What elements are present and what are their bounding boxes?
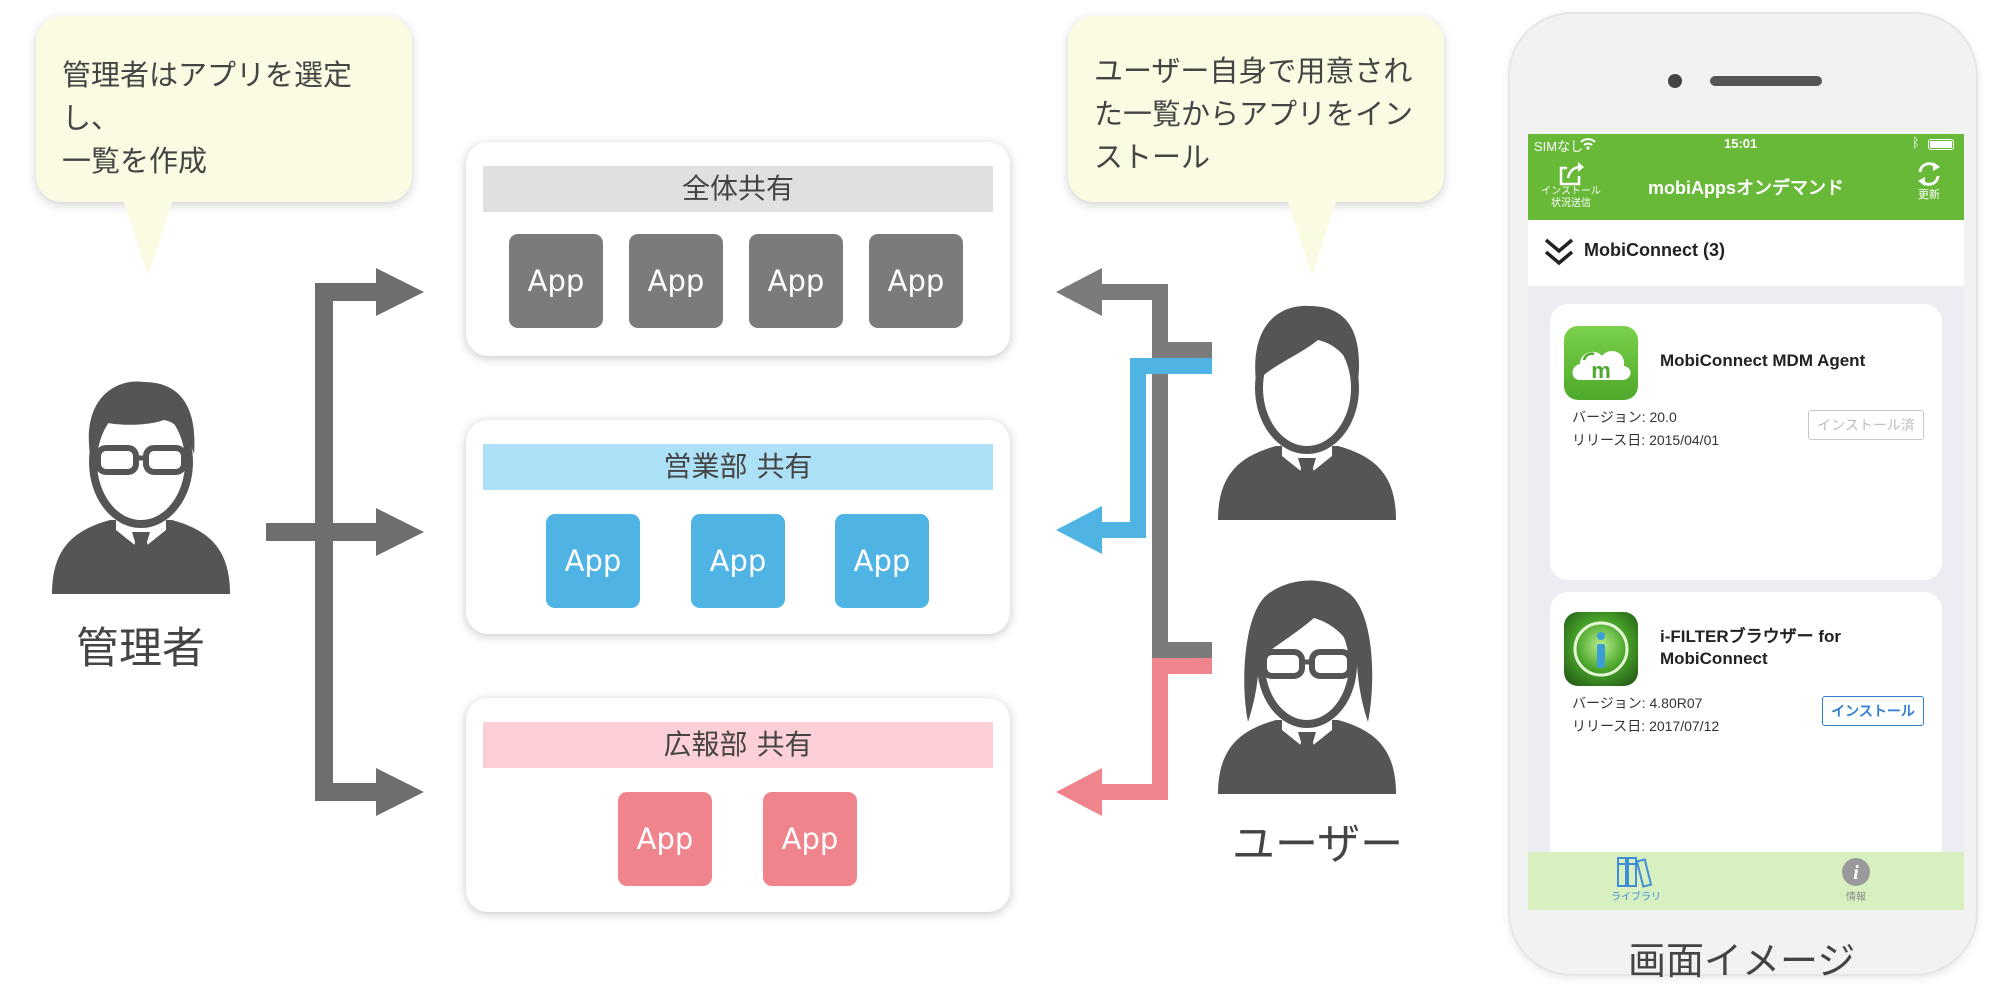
installed-button[interactable]: インストール済 [1808,410,1924,440]
carrier-label: SIMなし [1534,139,1584,154]
phone-mockup: SIMなし 15:01 ᛒ インストール 状況送信 [1510,14,1976,974]
user-woman-icon [1218,580,1396,794]
panel-sales-title: 営業部 共有 [663,450,813,483]
app-card-ifilter[interactable]: i-FILTERブラウザー for MobiConnect バージョン: 4.8… [1550,592,1942,868]
pink-path [1098,658,1212,800]
user-label: ユーザー [1232,820,1404,870]
app-tile[interactable]: App [763,792,857,886]
admin-bubble-line-2: 一覧を作成 [62,144,208,178]
app-release-date: リリース日: 2017/07/12 [1572,718,1720,734]
panel-all-shared: 全体共有 App App App App [466,142,1010,356]
arrow-head-to-sales [376,508,424,556]
app-card-mobiconnect[interactable]: m MobiConnect MDM Agent バージョン: 20.0 リリース… [1550,304,1942,580]
arrow-head-to-pr [376,768,424,816]
admin-distribution-arrows [266,283,380,801]
ifilter-app-icon [1564,612,1638,686]
refresh-icon [1918,162,1940,186]
admin-label: 管理者 [76,624,205,674]
arrow-head-gray-left [1056,268,1102,316]
mobiconnect-app-icon: m [1564,326,1638,400]
library-icon [1617,857,1653,888]
user-bubble-line-2: た一覧からアプリをイン [1094,97,1414,131]
panel-pr-title: 広報部 共有 [663,728,813,761]
tab-library-label: ライブラリ [1611,892,1661,903]
section-header[interactable]: MobiConnect (3) [1528,220,1964,286]
send-status-button[interactable]: インストール 状況送信 [1536,160,1606,218]
panel-all-title: 全体共有 [681,172,794,205]
app-tile[interactable]: App [749,234,843,328]
tab-bar: ライブラリ i 情報 [1528,852,1964,910]
panel-all-header: 全体共有 [483,166,993,212]
app-tile[interactable]: App [546,514,640,608]
install-button[interactable]: インストール [1822,696,1924,726]
user-speech-bubble: ユーザー自身で用意され た一覧からアプリをイン ストール [1068,16,1444,202]
app-tile[interactable]: App [835,514,929,608]
phone-screen: SIMなし 15:01 ᛒ インストール 状況送信 [1528,134,1964,910]
info-icon: i [1842,858,1870,886]
app-tile[interactable]: App [691,514,785,608]
tab-library[interactable]: ライブラリ [1576,856,1696,903]
app-tile[interactable]: App [869,234,963,328]
user-bubble-tail [1286,196,1338,276]
app-tile[interactable]: App [629,234,723,328]
send-status-label-1: インストール [1541,186,1601,197]
user-bubble-line-3: ストール [1094,140,1211,174]
gray-path-user1 [1098,284,1212,358]
svg-text:i: i [1853,862,1859,884]
app-name-line-1: i-FILTERブラウザー for [1660,627,1841,646]
admin-bubble-tail [122,196,174,276]
blue-path [1098,358,1212,538]
screen-caption: 画面イメージ [1628,939,1856,983]
refresh-label: 更新 [1918,188,1940,201]
arrow-head-blue-left [1056,506,1102,554]
tab-info-label: 情報 [1846,892,1866,903]
arrow-head-to-all [376,268,424,316]
panel-pr-shared: 広報部 共有 App App [466,698,1010,912]
refresh-button[interactable]: 更新 [1904,160,1954,218]
svg-text:m: m [1591,358,1611,383]
app-release-date: リリース日: 2015/04/01 [1572,432,1720,448]
bluetooth-icon: ᛒ [1912,135,1920,150]
status-time: 15:01 [1724,136,1758,151]
app-name: MobiConnect MDM Agent [1660,351,1866,370]
app-version: バージョン: 4.80R07 [1572,695,1703,711]
tab-info[interactable]: i 情報 [1796,856,1916,903]
admin-bubble-line-1: 管理者はアプリを選定し、 [62,58,353,135]
admin-speech-bubble: 管理者はアプリを選定し、 一覧を作成 [36,16,412,202]
gray-path-user2 [1152,350,1212,658]
app-version: バージョン: 20.0 [1572,409,1677,425]
wifi-icon [1580,138,1596,150]
send-status-label-2: 状況送信 [1551,198,1591,209]
section-title: MobiConnect (3) [1584,240,1725,260]
user-man-icon [1218,305,1396,520]
status-bar: SIMなし 15:01 ᛒ [1528,134,1964,154]
nav-bar: インストール 状況送信 mobiAppsオンデマンド 更新 [1528,154,1964,220]
share-icon [1559,162,1584,186]
app-name-line-2: MobiConnect [1660,649,1768,668]
chevron-down-icon [1544,238,1574,266]
app-tile[interactable]: App [618,792,712,886]
front-camera [1668,74,1682,88]
app-tile[interactable]: App [509,234,603,328]
admin-person-icon [52,381,230,594]
admin-bracket-line [315,283,380,801]
panel-pr-header: 広報部 共有 [483,722,993,768]
arrow-head-pink-left [1056,768,1102,816]
user-bubble-line-1: ユーザー自身で用意され [1094,54,1413,88]
panel-sales-header: 営業部 共有 [483,444,993,490]
panel-sales-shared: 営業部 共有 App App App [466,420,1010,634]
app-title: mobiAppsオンデマンド [1648,178,1844,198]
battery-icon [1928,139,1954,150]
phone-speaker [1710,76,1822,86]
